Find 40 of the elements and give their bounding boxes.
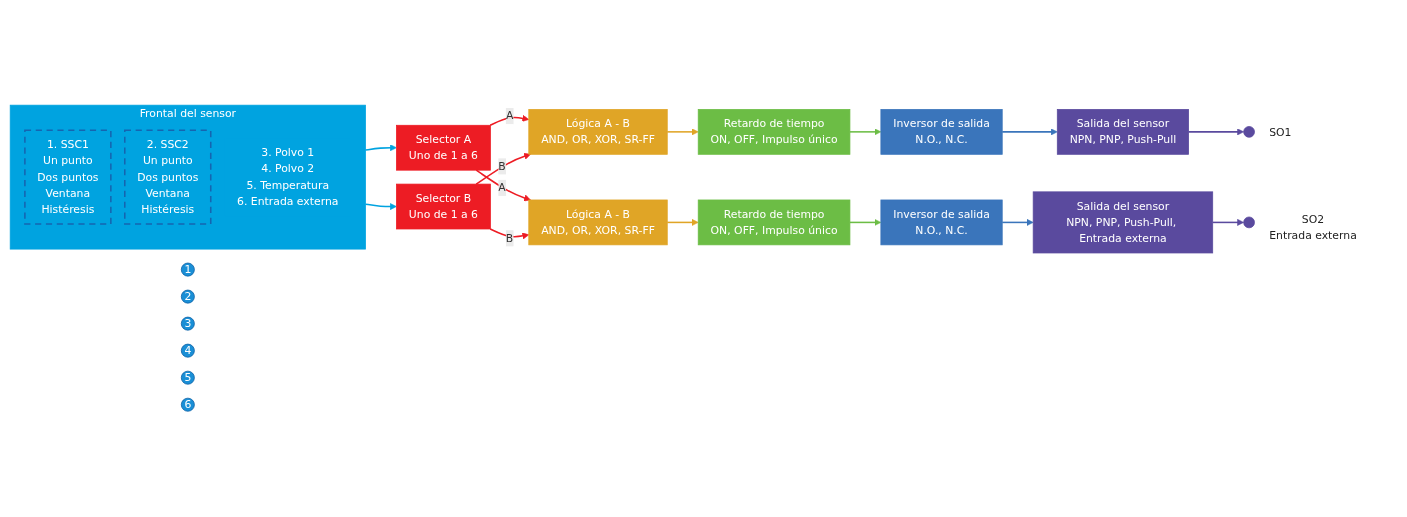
edge-label: A [505, 108, 513, 122]
arrow [364, 143, 397, 151]
node-circle [1242, 216, 1255, 228]
node-box: Inversor de salida N.O., N.C. [880, 199, 1003, 245]
arrow [364, 202, 397, 210]
arrow [848, 127, 881, 135]
node-circle: 4 [180, 343, 195, 358]
node-label: SO2 [1301, 212, 1324, 225]
arrow [666, 127, 698, 135]
arrow [1187, 127, 1244, 135]
arrow [474, 168, 531, 201]
node-circle: 1 [180, 262, 195, 276]
node-circle [1242, 125, 1255, 138]
node-circle: 3 [180, 316, 195, 331]
arrow [848, 218, 881, 226]
node-circle: 5 [180, 370, 195, 385]
node-label: SO1 [1268, 125, 1292, 138]
node-box: 1. SSC1 Un punto Dos puntos Ventana Histéresis [23, 129, 112, 225]
node-box: Lógica A - B AND, OR, XOR, SR-FF [527, 108, 668, 155]
edge-label: A [497, 180, 506, 194]
node-box: Lógica A - B AND, OR, XOR, SR-FF [527, 199, 668, 245]
node-box: Retardo de tiempo ON, OFF, Impulso único [697, 199, 850, 245]
arrow [488, 114, 529, 126]
node-box: Selector B Uno de 1 a 6 [395, 183, 491, 229]
arrow [666, 218, 698, 226]
node-box: Inversor de salida N.O., N.C. [880, 108, 1003, 155]
node-label: Entrada externa [1268, 228, 1357, 242]
node-box: Selector A Uno de 1 a 6 [395, 124, 491, 171]
node-circle: 6 [180, 397, 195, 412]
edge-label: B [497, 159, 506, 172]
node-box: Retardo de tiempo ON, OFF, Impulso único [697, 108, 850, 155]
edge-label: B [505, 231, 513, 244]
node-box: Salida del sensor NPN, PNP, Push-Pull, Entrada externa [1032, 190, 1213, 253]
node-box: 2. SSC2 Un punto Dos puntos Ventana Histéresis [123, 129, 211, 225]
arrow [488, 227, 529, 239]
arrow [1000, 127, 1058, 135]
node-circle: 2 [180, 289, 195, 304]
arrow [1211, 218, 1244, 226]
node-box: Salida del sensor NPN, PNP, Push-Pull [1056, 108, 1189, 155]
arrow [1000, 218, 1033, 226]
